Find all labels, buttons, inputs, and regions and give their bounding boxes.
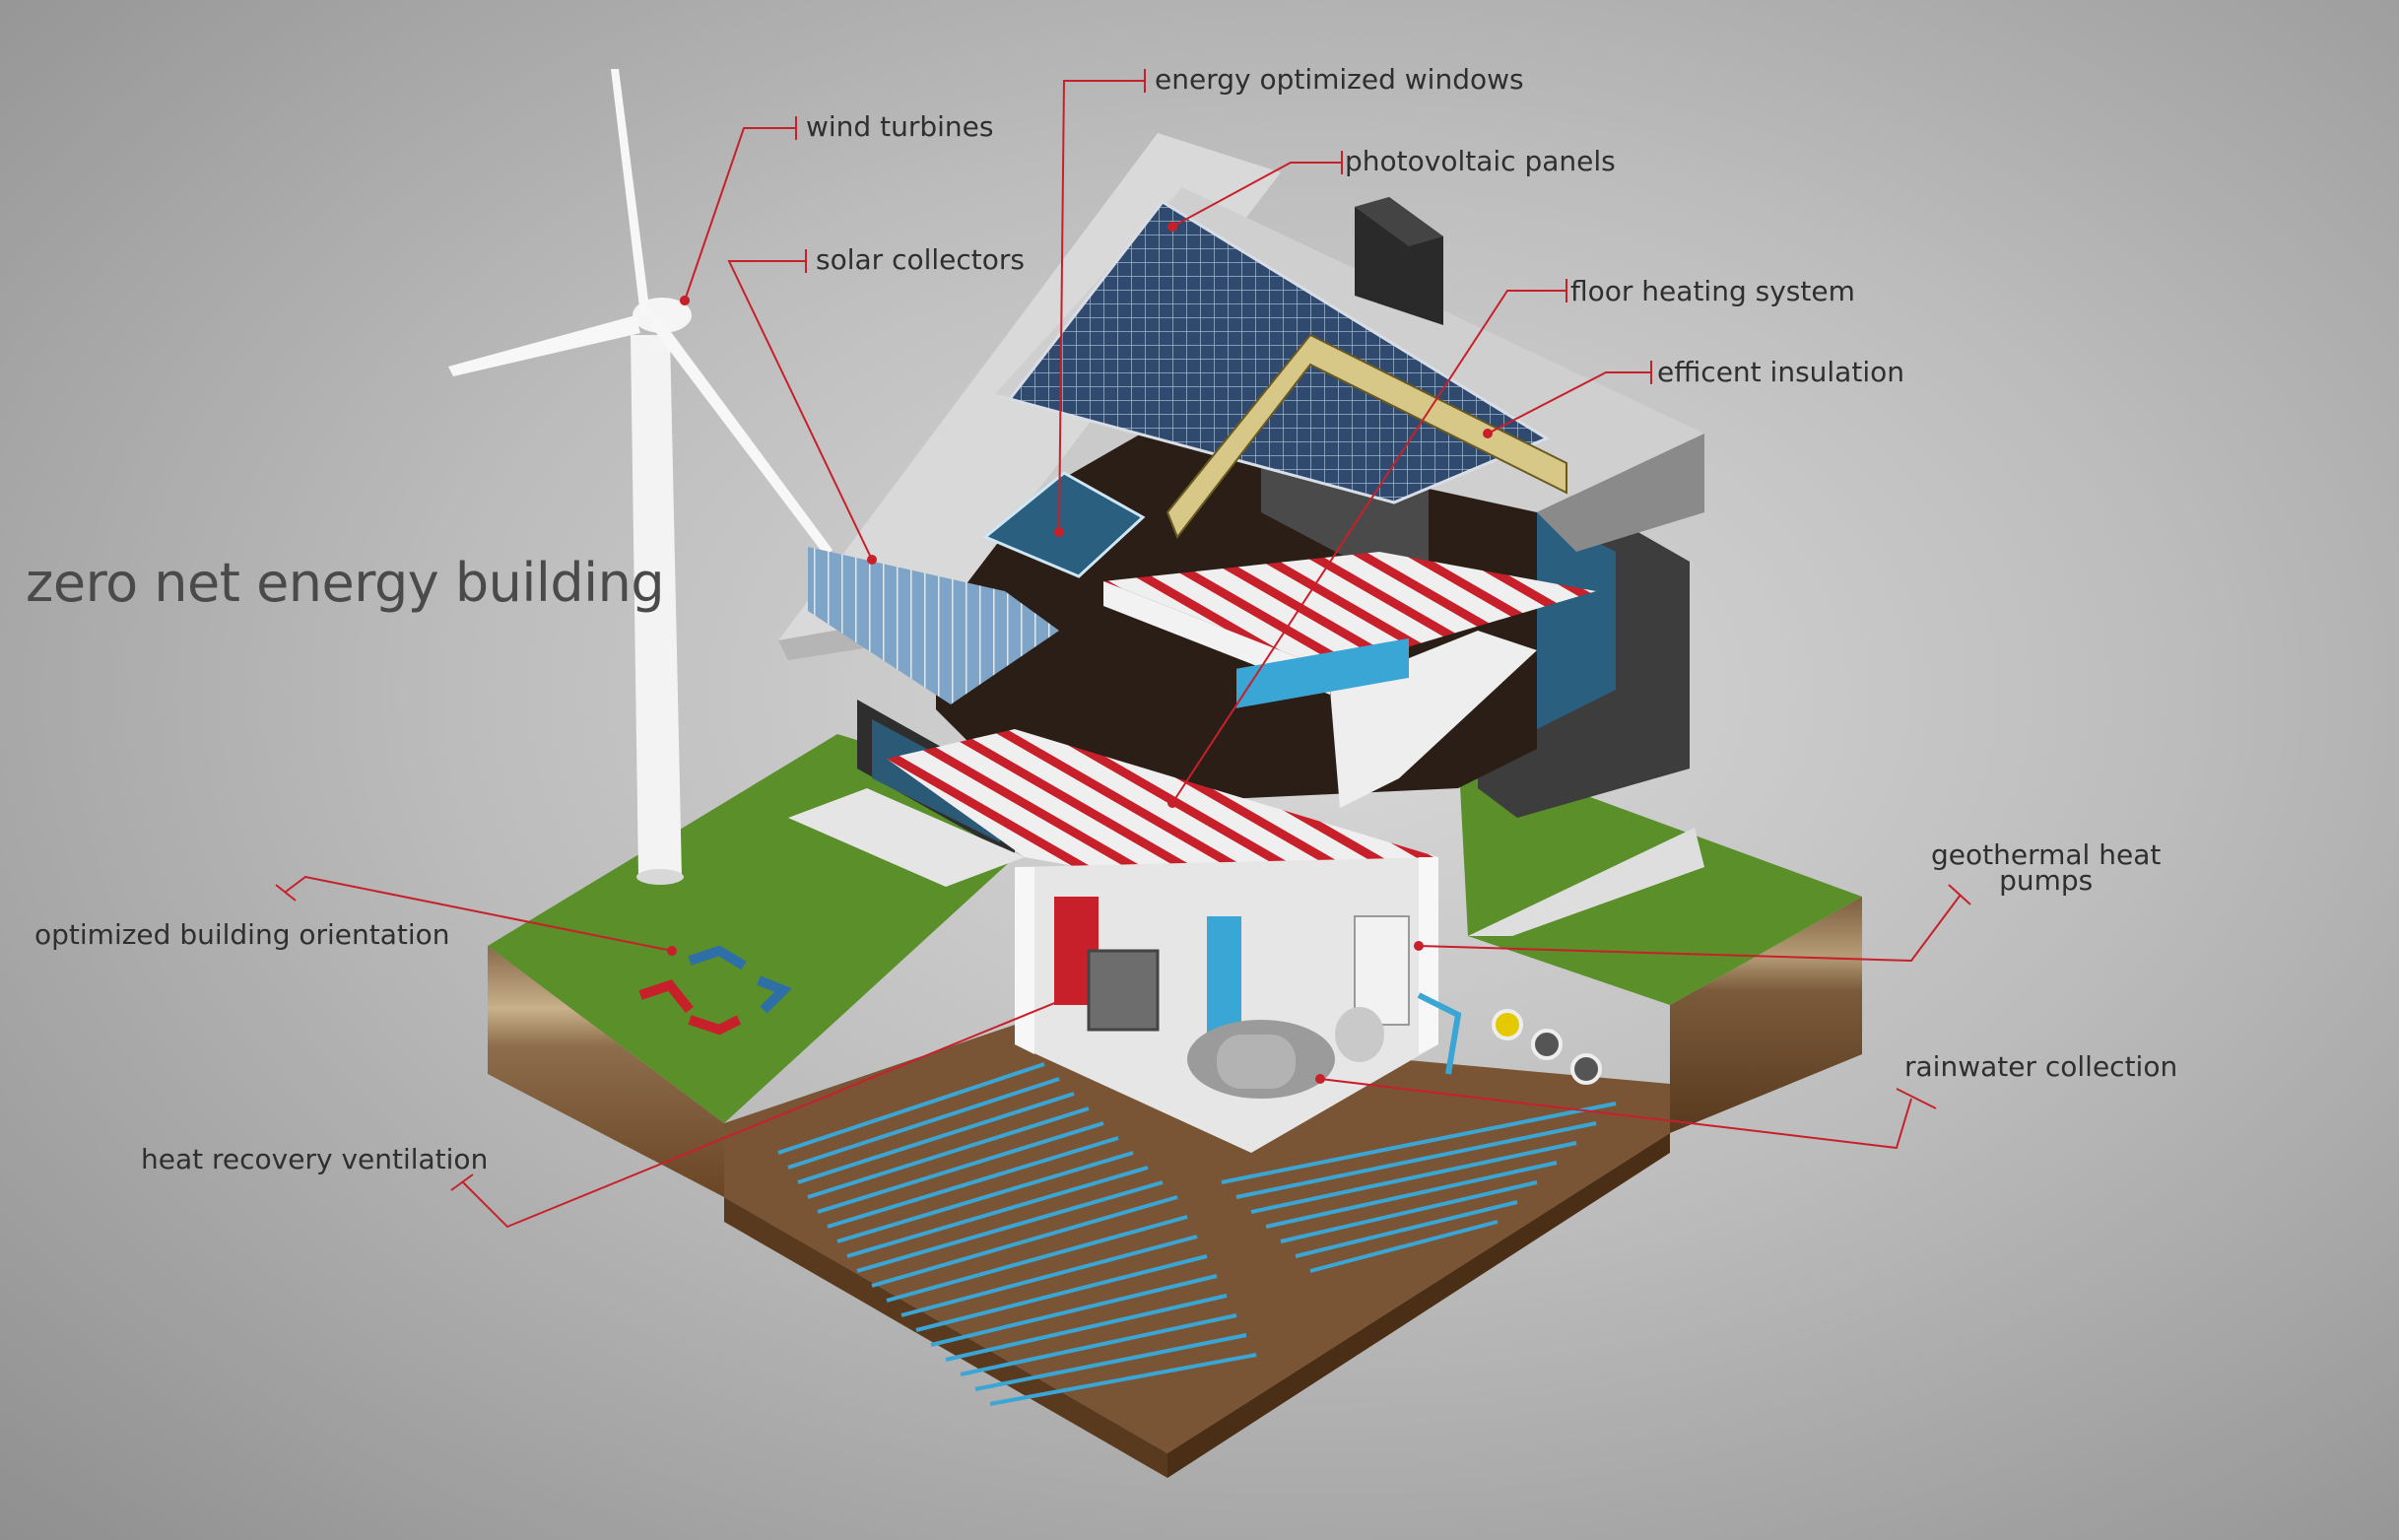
- label-geothermal-line1: geothermal heat: [1931, 838, 2162, 871]
- photovoltaic-panel-array: [1007, 200, 1551, 504]
- leader-dots: [667, 222, 1493, 1084]
- geothermal-loops: [777, 1062, 1617, 1406]
- house: [778, 133, 1704, 936]
- label-floor-heating-system: floor heating system: [1570, 275, 1855, 307]
- label-energy-optimized-windows: energy optimized windows: [1155, 63, 1524, 96]
- label-geothermal-line2: pumps: [1999, 864, 2094, 897]
- diagram-title: zero net energy building: [26, 552, 665, 614]
- label-optimized-building-orientation: optimized building orientation: [34, 918, 450, 951]
- heat-pump-cabinet: [1354, 915, 1410, 1026]
- turbine-blade-left: [448, 315, 640, 376]
- label-heat-recovery-ventilation: heat recovery ventilation: [141, 1143, 489, 1175]
- terrace-left: [788, 788, 1025, 887]
- terrace-right: [1468, 828, 1704, 936]
- upper-floor-heating: [1103, 552, 1596, 670]
- energy-window: [982, 471, 1146, 578]
- label-efficient-insulation: efficent insulation: [1657, 356, 1904, 388]
- drain-port-1: [1492, 1009, 1523, 1040]
- soil-right-face: [1670, 897, 1862, 1133]
- basement: [1015, 637, 1602, 1153]
- wind-turbine: [448, 69, 833, 885]
- label-geothermal-heat-pumps: geothermal heat pumps: [1931, 838, 2162, 897]
- label-rainwater-collection: rainwater collection: [1904, 1050, 2178, 1083]
- turbine-blade-up: [611, 69, 650, 315]
- turbine-tower: [631, 335, 682, 877]
- soil-left-face: [488, 946, 724, 1197]
- orientation-icon: [638, 945, 792, 1036]
- label-solar-collectors: solar collectors: [816, 243, 1025, 276]
- label-photovoltaic-panels: photovoltaic panels: [1345, 145, 1616, 177]
- label-wind-turbines: wind turbines: [806, 110, 994, 143]
- heat-recovery-unit: [1087, 949, 1160, 1032]
- excavated-soil-front: [724, 1197, 1167, 1478]
- rainwater-tank: [1187, 1007, 1384, 1099]
- solar-collectors: [808, 547, 1059, 704]
- turbine-blade-right: [650, 317, 833, 557]
- drain-port-2: [1531, 1029, 1563, 1060]
- leader-lines: [275, 69, 1971, 1229]
- drain-port-3: [1570, 1053, 1602, 1085]
- excavated-soil-front-right: [1167, 1133, 1670, 1478]
